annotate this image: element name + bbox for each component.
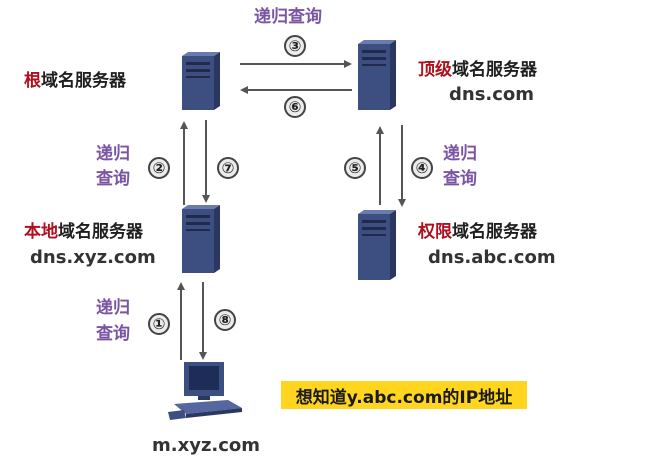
server-icon xyxy=(358,210,396,280)
client-host: m.xyz.com xyxy=(152,435,261,456)
computer-icon xyxy=(168,362,242,420)
query-label-right-mid-1: 递归 xyxy=(443,144,477,164)
query-label-bottom-2: 查询 xyxy=(96,324,130,344)
local-server-host: dns.xyz.com xyxy=(30,247,156,268)
local-server-label: 本地域名服务器 xyxy=(24,222,143,242)
step-6-badge: ⑥ xyxy=(284,96,306,118)
auth-server-label: 权限域名服务器 xyxy=(418,222,537,242)
server-icon xyxy=(182,205,220,273)
step-7-badge: ⑦ xyxy=(217,157,239,179)
query-note: 想知道y.abc.com的IP地址 xyxy=(281,381,527,409)
step-3-badge: ③ xyxy=(284,35,306,57)
tld-server-label: 顶级域名服务器 xyxy=(418,60,537,80)
server-icon xyxy=(182,52,220,110)
auth-server-host: dns.abc.com xyxy=(428,247,556,268)
step-8-badge: ⑧ xyxy=(214,309,236,331)
query-label-left-mid-2: 查询 xyxy=(96,169,130,189)
server-icon xyxy=(358,40,396,110)
query-label-bottom-1: 递归 xyxy=(96,298,130,318)
step-4-badge: ④ xyxy=(411,157,433,179)
root-server-label: 根域名服务器 xyxy=(24,71,126,91)
query-label-right-mid-2: 查询 xyxy=(443,169,477,189)
query-label-top: 递归查询 xyxy=(254,7,322,27)
step-5-badge: ⑤ xyxy=(344,157,366,179)
step-2-badge: ② xyxy=(148,157,170,179)
step-1-badge: ① xyxy=(148,313,170,335)
tld-server-host: dns.com xyxy=(449,84,535,105)
query-label-left-mid-1: 递归 xyxy=(96,144,130,164)
